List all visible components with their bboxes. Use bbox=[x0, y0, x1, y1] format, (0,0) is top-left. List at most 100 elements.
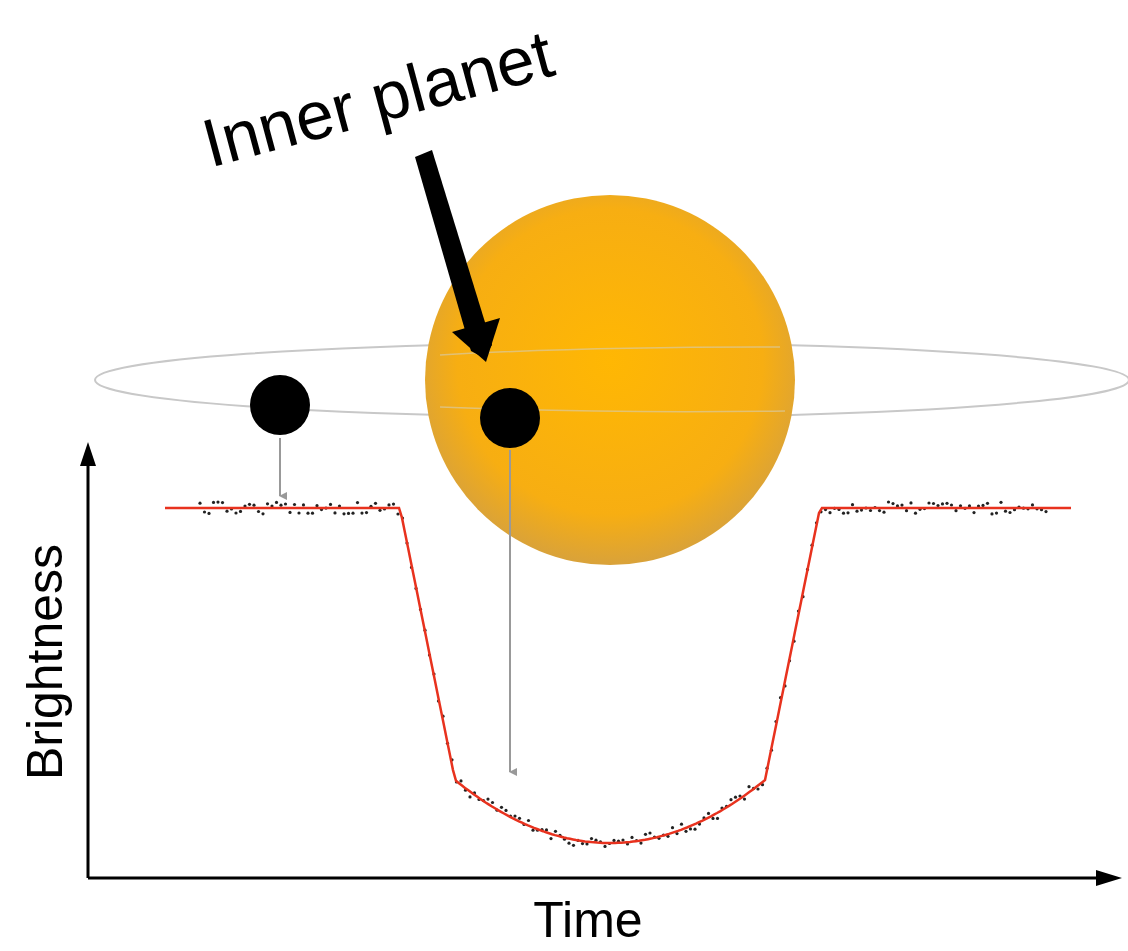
data-point bbox=[248, 503, 251, 506]
data-point bbox=[900, 504, 903, 507]
data-point bbox=[284, 502, 287, 505]
data-point bbox=[842, 512, 845, 515]
data-point bbox=[396, 512, 399, 515]
data-point bbox=[554, 830, 557, 833]
data-point bbox=[221, 501, 224, 504]
data-point bbox=[869, 509, 872, 512]
data-point bbox=[459, 779, 462, 782]
data-point bbox=[743, 798, 746, 801]
data-point bbox=[275, 501, 278, 504]
data-point bbox=[293, 503, 296, 506]
data-point bbox=[581, 842, 584, 845]
x-axis-head bbox=[1096, 870, 1122, 886]
data-point bbox=[621, 839, 624, 842]
data-point bbox=[882, 511, 885, 514]
data-point bbox=[207, 512, 210, 515]
data-point bbox=[630, 836, 633, 839]
data-point bbox=[671, 826, 674, 829]
data-point bbox=[716, 817, 719, 820]
data-point bbox=[203, 510, 206, 513]
data-point bbox=[329, 503, 332, 506]
data-point bbox=[972, 511, 975, 514]
data-point bbox=[504, 809, 507, 812]
data-point bbox=[311, 512, 314, 515]
data-point bbox=[212, 501, 215, 504]
data-point bbox=[572, 844, 575, 847]
data-point bbox=[648, 831, 651, 834]
data-point bbox=[936, 504, 939, 507]
data-point bbox=[288, 511, 291, 514]
data-points bbox=[198, 500, 1047, 848]
data-point bbox=[486, 798, 489, 801]
axis-label: Brightness bbox=[20, 544, 70, 780]
data-point bbox=[387, 503, 390, 506]
data-point bbox=[491, 801, 494, 804]
data-point bbox=[927, 501, 930, 504]
data-point bbox=[360, 511, 363, 514]
y-axis-head bbox=[80, 442, 96, 466]
projection-arrow bbox=[279, 438, 281, 496]
projection-arrow bbox=[509, 450, 511, 772]
data-point bbox=[356, 501, 359, 504]
data-point bbox=[855, 510, 858, 513]
data-point bbox=[950, 503, 953, 506]
data-point bbox=[500, 806, 503, 809]
data-point bbox=[846, 511, 849, 514]
data-point bbox=[342, 512, 345, 515]
data-point bbox=[351, 512, 354, 515]
data-point bbox=[302, 503, 305, 506]
data-point bbox=[981, 504, 984, 507]
data-point bbox=[909, 501, 912, 504]
data-point bbox=[887, 500, 890, 503]
data-point bbox=[527, 819, 530, 822]
data-point bbox=[639, 842, 642, 845]
data-point bbox=[333, 511, 336, 514]
data-point bbox=[734, 796, 737, 799]
data-point bbox=[990, 512, 993, 515]
data-point bbox=[216, 501, 219, 504]
data-point bbox=[693, 828, 696, 831]
data-point bbox=[891, 502, 894, 505]
data-point bbox=[1044, 510, 1047, 513]
data-point bbox=[1031, 503, 1034, 506]
data-point bbox=[392, 503, 395, 506]
data-point bbox=[747, 785, 750, 788]
data-point bbox=[995, 511, 998, 514]
data-point bbox=[518, 817, 521, 820]
data-point bbox=[603, 845, 606, 848]
data-point bbox=[914, 512, 917, 515]
data-point bbox=[729, 798, 732, 801]
data-point bbox=[932, 502, 935, 505]
inner-planet bbox=[480, 388, 540, 448]
x-axis bbox=[88, 877, 1100, 880]
data-point bbox=[590, 837, 593, 840]
data-point bbox=[374, 502, 377, 505]
callout-arrowhead bbox=[452, 318, 500, 362]
data-point bbox=[297, 511, 300, 514]
star bbox=[425, 195, 795, 565]
data-point bbox=[986, 502, 989, 505]
y-axis bbox=[87, 462, 90, 878]
data-point bbox=[513, 815, 516, 818]
data-point bbox=[225, 510, 228, 513]
data-point bbox=[279, 504, 282, 507]
data-point bbox=[644, 833, 647, 836]
data-point bbox=[347, 512, 350, 515]
data-point bbox=[954, 509, 957, 512]
data-point bbox=[365, 511, 368, 514]
data-point bbox=[252, 504, 255, 507]
data-point bbox=[878, 509, 881, 512]
data-point bbox=[257, 510, 260, 513]
data-point bbox=[612, 839, 615, 842]
data-point bbox=[711, 817, 714, 820]
data-point bbox=[306, 512, 309, 515]
data-point bbox=[684, 830, 687, 833]
data-point bbox=[707, 812, 710, 815]
data-point bbox=[941, 502, 944, 505]
data-point bbox=[945, 502, 948, 505]
data-point bbox=[266, 502, 269, 505]
orbit-over-star bbox=[440, 347, 780, 355]
data-point bbox=[239, 510, 242, 513]
axis-label: Time bbox=[533, 895, 642, 945]
